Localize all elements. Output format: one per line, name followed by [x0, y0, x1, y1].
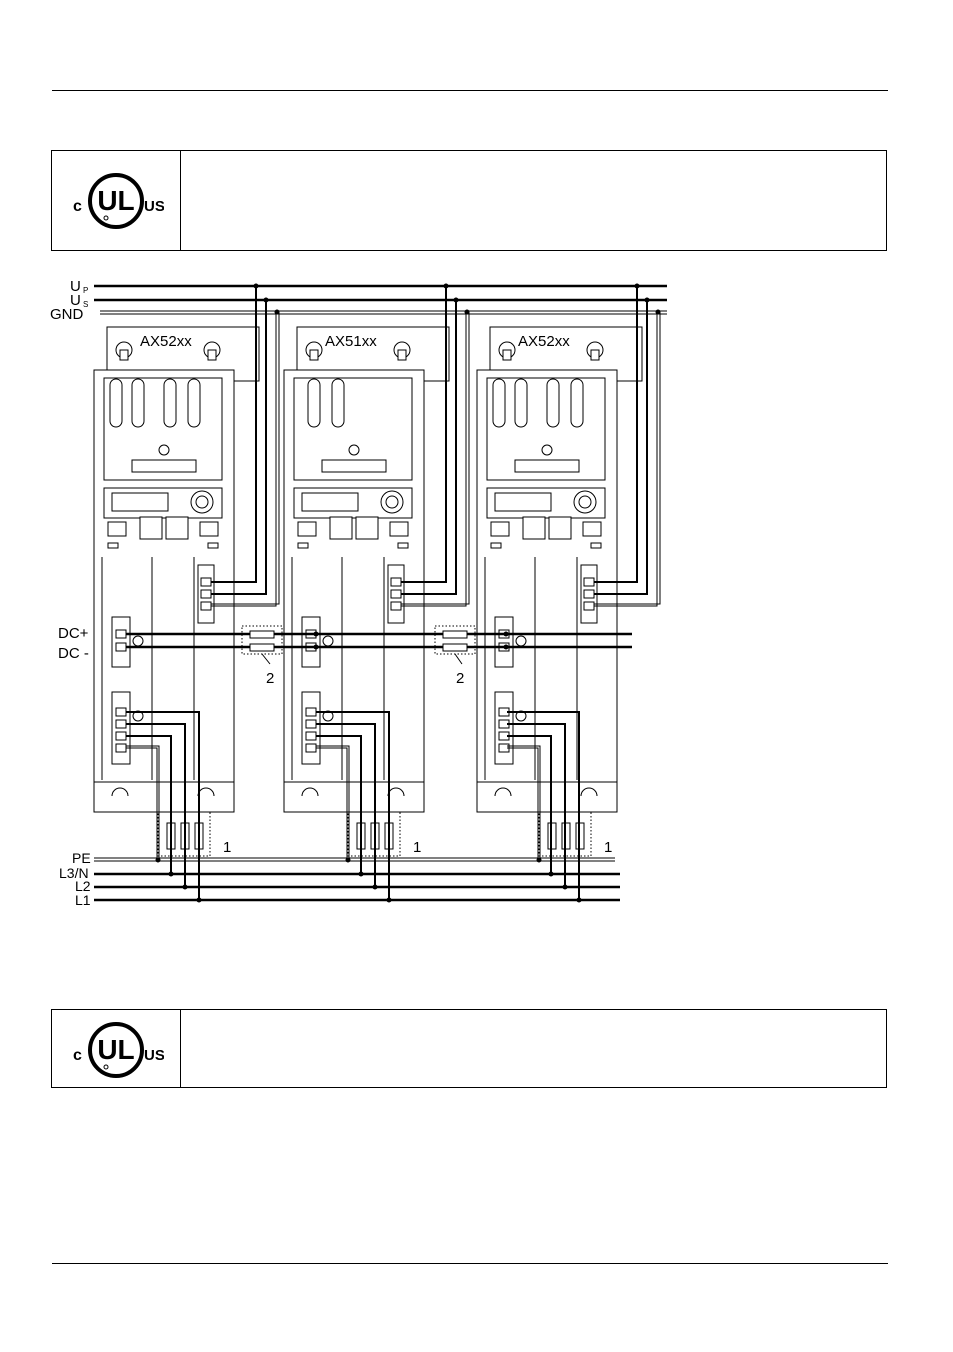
- up-label: U: [70, 278, 81, 295]
- gnd-drops: [211, 312, 661, 607]
- dc-plus-label: DC+: [58, 625, 89, 642]
- fuse-callout-2: 1: [413, 839, 421, 856]
- ul-notice-bottom: c UL US: [51, 1009, 887, 1088]
- module-2: [283, 326, 450, 813]
- fuse-callout-3: 1: [604, 839, 612, 856]
- module-1: [93, 326, 260, 813]
- supply-bus: [94, 284, 667, 315]
- bus-junctions: [253, 283, 661, 315]
- supply-drops: [211, 286, 648, 595]
- module-2-label: AX51xx: [325, 333, 377, 350]
- fuse-callout-1: 1: [223, 839, 231, 856]
- cul-us-listing-mark-icon: c UL US: [73, 1022, 164, 1078]
- mains-bus: [94, 857, 620, 902]
- cul-us-listing-mark-icon: c UL US: [73, 173, 164, 229]
- dc-minus-label: DC -: [58, 645, 89, 662]
- us-subscript: S: [83, 300, 88, 309]
- module-3: [476, 326, 643, 813]
- l1-label: L1: [75, 892, 91, 908]
- pe-label: PE: [72, 850, 91, 866]
- dc-link-bus: [126, 632, 632, 649]
- ul-notice-text: [181, 151, 886, 250]
- svg-text:US: US: [144, 1047, 164, 1064]
- module-3-label: AX52xx: [518, 333, 570, 350]
- footer-rule: [52, 1263, 888, 1264]
- header-rule: [52, 90, 888, 91]
- gnd-label: GND: [50, 306, 84, 323]
- pe-wiring: [126, 745, 541, 860]
- ul-notice-text: [181, 1010, 886, 1087]
- ul-logo-cell: c UL US: [52, 1010, 181, 1087]
- svg-text:c: c: [73, 198, 82, 215]
- dc-fuse-2: [434, 625, 476, 655]
- up-subscript: P: [83, 286, 88, 295]
- dc-fuse-callout-1: 2: [266, 670, 274, 687]
- l3n-label: L3/N: [59, 865, 89, 881]
- us-label: U: [70, 292, 81, 309]
- svg-text:c: c: [73, 1047, 82, 1064]
- ul-logo-cell: c UL US: [52, 151, 181, 250]
- svg-text:UL: UL: [97, 1034, 134, 1065]
- svg-text:US: US: [144, 198, 164, 215]
- mains-wiring: [126, 711, 580, 900]
- wiring-diagram: AX52xx AX51xx AX52xx U P U S GND: [50, 278, 667, 908]
- ul-notice-top: c UL US: [51, 150, 887, 251]
- dc-fuse-1: [241, 625, 283, 655]
- module-1-label: AX52xx: [140, 333, 192, 350]
- dc-fuse-callout-2: 2: [456, 670, 464, 687]
- l2-label: L2: [75, 878, 91, 894]
- svg-text:UL: UL: [97, 185, 134, 216]
